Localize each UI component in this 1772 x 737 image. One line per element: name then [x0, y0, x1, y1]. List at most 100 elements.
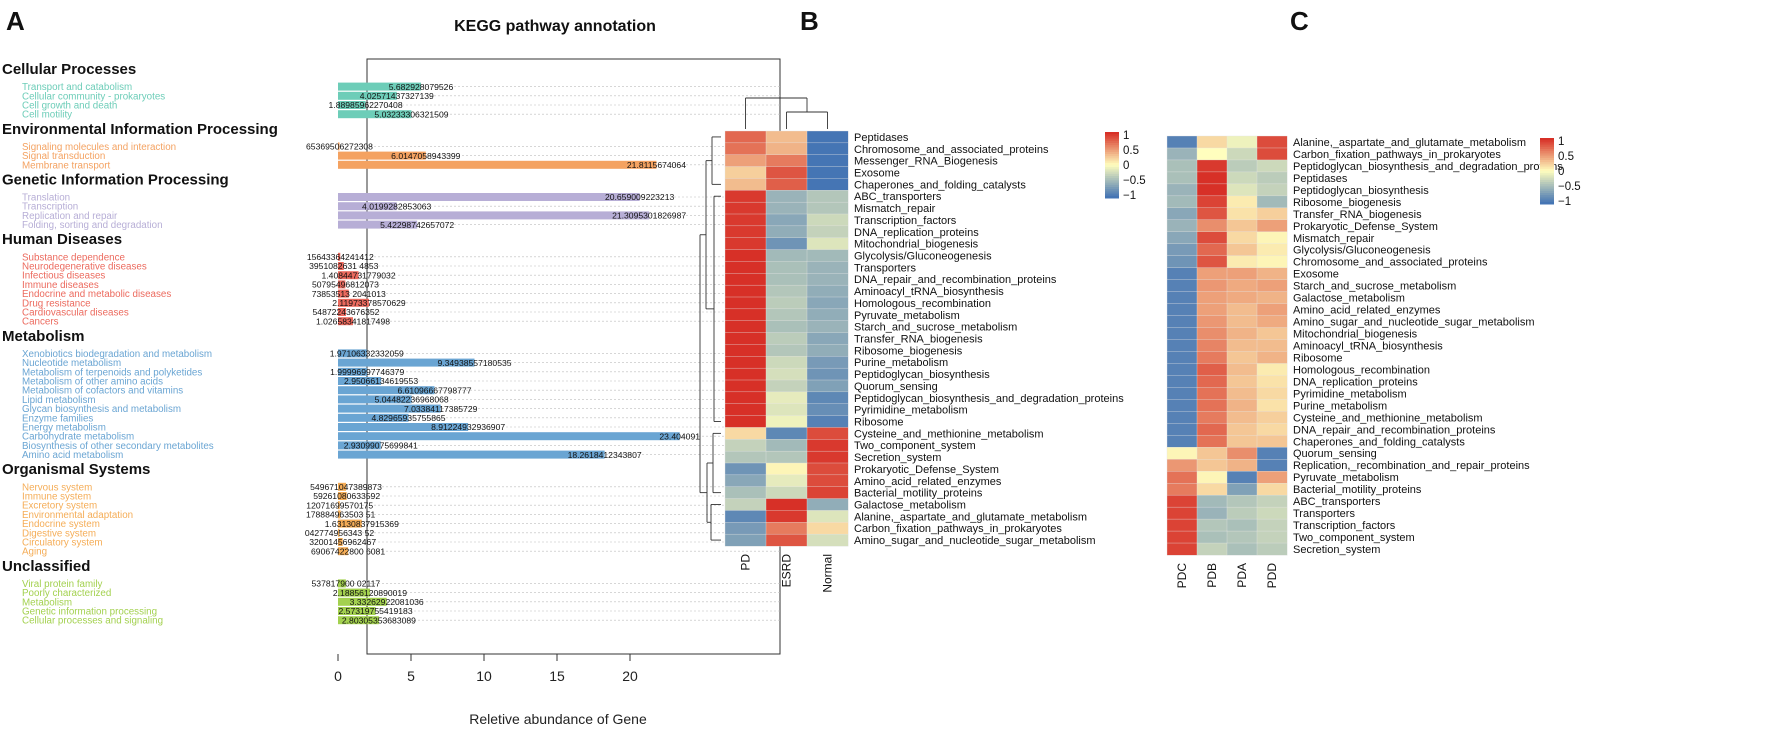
heatmap-cell — [1166, 518, 1198, 532]
x-tick-label: 15 — [549, 668, 565, 684]
legend-tick-label: −1 — [1123, 190, 1136, 202]
legend-swatch — [1105, 160, 1119, 164]
bar-value-label: 5.04482236968068 — [375, 395, 449, 405]
heatmap-cell — [1256, 399, 1288, 412]
legend-swatch — [1540, 162, 1554, 165]
row-label: Exosome — [854, 168, 900, 180]
heatmap-cell — [1256, 327, 1288, 340]
heatmap-cell — [1196, 482, 1228, 496]
heatmap-cell — [765, 427, 808, 440]
category-item-label: Amino acid metabolism — [22, 450, 123, 461]
legend-swatch — [1105, 187, 1119, 190]
heatmap-cell — [1196, 530, 1228, 544]
heatmap-cell — [1196, 159, 1228, 173]
category-item-label: Cancers — [22, 317, 59, 328]
row-label: Two_component_system — [1293, 532, 1415, 544]
category-item-label: Translation — [22, 193, 70, 204]
heatmap-cell — [1226, 411, 1258, 424]
bar — [338, 271, 359, 280]
bar-value-label: 2.93099075699841 — [344, 441, 418, 451]
heatmap-cell — [806, 391, 849, 405]
heatmap-cell — [1256, 267, 1288, 281]
heatmap-cell — [1166, 351, 1198, 364]
heatmap-c-color-legend: 10.50−0.5−1 — [1540, 136, 1581, 208]
category-item-label: Transcription — [22, 202, 78, 213]
bar-value-label: 6.0147058943399 — [391, 151, 461, 161]
legend-tick-label: 0.5 — [1123, 145, 1139, 157]
heatmap-cell — [1256, 171, 1288, 185]
legend-swatch — [1540, 173, 1554, 176]
row-label: Quorum_sensing — [1293, 448, 1377, 460]
category-item-label: Circulatory system — [22, 538, 103, 549]
heatmap-cell — [1256, 482, 1288, 496]
bar — [338, 607, 376, 615]
legend-swatch — [1540, 149, 1554, 152]
legend-swatch — [1105, 195, 1119, 199]
legend-swatch — [1540, 201, 1554, 205]
legend-swatch — [1540, 177, 1554, 181]
heatmap-cell — [1166, 530, 1198, 544]
row-label: Ribosome_biogenesis — [1293, 197, 1402, 209]
row-label: Amino_sugar_and_nucleotide_sugar_metabol… — [1293, 317, 1535, 329]
heatmap-cell — [1196, 171, 1228, 185]
heatmap-cell — [765, 261, 808, 274]
heatmap-cell — [806, 296, 849, 310]
heatmap-cell — [1226, 339, 1258, 352]
legend-swatch — [1540, 166, 1554, 170]
row-label: Chaperones_and_folding_catalysts — [854, 179, 1026, 191]
heatmap-cell — [1166, 459, 1198, 472]
bar-value-label: 1.40844731779032 — [322, 270, 396, 280]
heatmap-cell — [1226, 135, 1258, 149]
row-label: Peptidoglycan_biosynthesis_and_degradati… — [854, 393, 1124, 405]
heatmap-cell — [1166, 482, 1198, 496]
heatmap-cell — [1196, 255, 1228, 269]
heatmap-cell — [1196, 375, 1228, 388]
row-label: Transporters — [1293, 508, 1355, 520]
bar-value-label: 3951082631 4853 — [309, 261, 379, 271]
heatmap-cell — [765, 249, 808, 262]
heatmap-cell — [806, 284, 849, 298]
heatmap-cell — [1166, 171, 1198, 185]
category-item-label: Glycan biosynthesis and metabolism — [22, 404, 181, 415]
legend-tick-label: 0 — [1558, 166, 1564, 178]
bar — [338, 298, 369, 307]
column-label: PDC — [1175, 563, 1189, 589]
row-label: Pyruvate_metabolism — [854, 310, 960, 322]
row-label: Amino_acid_related_enzymes — [854, 476, 1002, 488]
heatmap-cell — [765, 154, 808, 168]
heatmap-cell — [1256, 518, 1288, 532]
heatmap-cell — [1166, 135, 1198, 149]
row-label: Transporters — [854, 262, 916, 274]
column-label: PDD — [1265, 563, 1279, 589]
heatmap-cell — [1166, 243, 1198, 257]
bar-value-label: 50795496812073 — [312, 280, 379, 290]
row-label: Bacterial_motility_proteins — [1293, 484, 1422, 496]
heatmap-cell — [724, 462, 767, 476]
legend-swatch — [1105, 178, 1119, 181]
heatmap-b-dendrogram — [699, 97, 828, 541]
heatmap-cell — [724, 450, 767, 464]
bar-value-label: 21.8115674064 — [627, 160, 686, 170]
heatmap-cell — [724, 296, 767, 310]
bar-value-label: 4.0199282853063 — [362, 201, 432, 211]
bar — [338, 616, 379, 625]
heatmap-cell — [806, 178, 849, 191]
bar-value-label: 4.82965935755865 — [371, 413, 445, 423]
heatmap-cell — [1196, 494, 1228, 508]
category-item-label: Lipid metabolism — [22, 395, 96, 406]
heatmap-cell — [724, 249, 767, 262]
bar-value-label: 1.99996997746379 — [330, 367, 404, 377]
legend-swatch — [1105, 154, 1119, 157]
bar-value-label: 23.404091 — [659, 431, 700, 441]
heatmap-cell — [806, 332, 849, 345]
column-label: ESRD — [780, 554, 794, 588]
row-label: Ribosome_biogenesis — [854, 345, 963, 357]
row-label: Mitochondrial_biogenesis — [1293, 329, 1418, 341]
legend-swatch — [1105, 138, 1119, 142]
heatmap-cell — [724, 439, 767, 452]
heatmap-cell — [765, 510, 808, 523]
category-item-label: Carbohydrate metabolism — [22, 432, 134, 443]
heatmap-cell — [1226, 327, 1258, 340]
heatmap-cell — [1196, 447, 1228, 460]
legend-tick-label: −1 — [1558, 196, 1571, 208]
